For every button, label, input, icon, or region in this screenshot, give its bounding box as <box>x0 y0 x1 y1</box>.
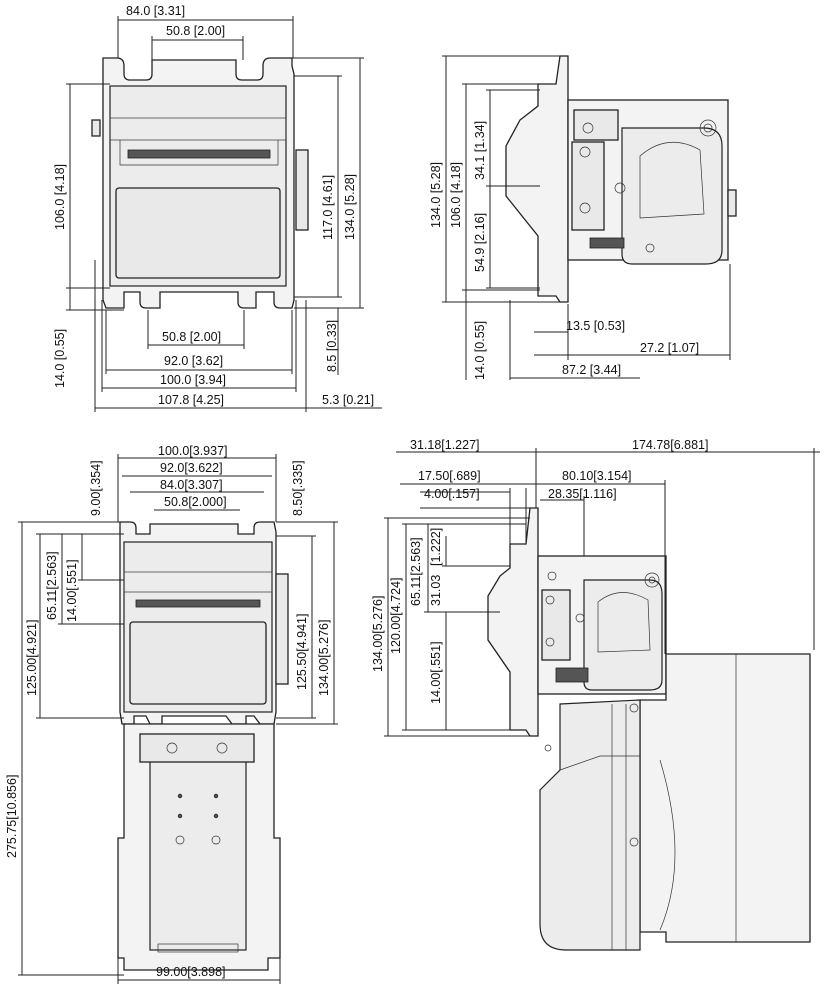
dim-f9: 9.00[.354] <box>89 460 103 516</box>
dim-f125-5: 125.50[4.941] <box>295 614 309 690</box>
dim-5-3: 5.3 [0.21] <box>322 393 374 407</box>
stacker-screw-right <box>216 742 228 754</box>
dim-8-5: 8.5 [0.33] <box>325 320 339 372</box>
dim-g174-78: 174.78[6.881] <box>632 438 708 452</box>
dim-f100: 100.0[3.937] <box>158 444 228 458</box>
dim-s13-5: 13.5 [0.53] <box>566 319 625 333</box>
side-connector <box>589 237 625 249</box>
stacker-side-box <box>639 653 811 943</box>
dim-107-8: 107.8 [4.25] <box>158 393 224 407</box>
dim-f275-75: 275.75[10.856] <box>5 775 19 858</box>
dim-100: 100.0 [3.94] <box>160 373 226 387</box>
stacker-cassette <box>149 759 247 951</box>
side-plate-left <box>571 141 605 231</box>
slot-frame <box>119 140 279 166</box>
full-entry-band <box>123 571 273 593</box>
dim-92: 92.0 [3.62] <box>164 354 223 368</box>
dim-84: 84.0 [3.31] <box>126 4 185 18</box>
dim-50-8-bottom: 50.8 [2.00] <box>162 330 221 344</box>
dim-g31-03: 31.03 <box>429 575 443 606</box>
screw-2 <box>579 146 591 158</box>
dim-s27-2: 27.2 [1.07] <box>640 341 699 355</box>
dim-g1-222: [1.222] <box>429 528 443 566</box>
left-tab <box>91 119 101 137</box>
dim-117: 117.0 [4.61] <box>321 175 335 240</box>
dim-f99: 99.00[3.898] <box>156 965 226 979</box>
dim-f50-8: 50.8[2.000] <box>164 495 227 509</box>
dim-g65-11: 65.11[2.563] <box>409 537 423 606</box>
screw-5 <box>645 243 655 253</box>
stacker-base <box>157 943 239 953</box>
side-full-view: 31.18[1.227] 174.78[6.881] 17.50[.689] 8… <box>371 438 820 951</box>
screw-1 <box>582 122 594 134</box>
dim-g28-35: 28.35[1.116] <box>548 487 617 501</box>
side-view: 134.0 [5.28] 106.0 [4.18] 34.1 [1.34] 54… <box>429 55 737 380</box>
stacker-hole-2 <box>211 835 221 845</box>
dim-g134: 134.00[5.276] <box>371 596 385 672</box>
stacker-top-plate <box>139 733 255 763</box>
bill-slot <box>127 149 271 159</box>
motor-outline <box>639 141 705 219</box>
dim-s134: 134.0 [5.28] <box>429 162 443 228</box>
dim-s54-9: 54.9 [2.16] <box>473 213 487 272</box>
screw-3 <box>579 202 591 214</box>
side-bezel <box>505 55 569 303</box>
dim-g17-5: 17.50[.689] <box>418 469 481 483</box>
dim-g14: 14.00[.551] <box>429 641 443 704</box>
side-plate-top <box>573 109 619 141</box>
dim-s34-1: 34.1 [1.34] <box>473 121 487 180</box>
screw-top-right <box>699 119 717 137</box>
dim-f125: 125.00[4.921] <box>25 620 39 696</box>
right-connector <box>295 149 309 231</box>
dim-106: 106.0 [4.18] <box>53 164 67 230</box>
front-full-view: 100.0[3.937] 92.0[3.622] 84.0[3.307] 50.… <box>5 444 338 984</box>
entry-band <box>109 117 287 141</box>
full-side-screw-main <box>644 572 660 588</box>
dim-50-8-top: 50.8 [2.00] <box>166 24 225 38</box>
stacker-hole-1 <box>175 835 185 845</box>
side-motor-housing <box>621 127 723 265</box>
stacker-side-lower <box>539 699 641 951</box>
full-window <box>129 621 267 705</box>
front-window <box>115 187 281 279</box>
side-knob <box>727 189 737 217</box>
full-right-module <box>275 573 289 685</box>
front-view: 84.0 [3.31] 50.8 [2.00] 106.0 [4.18] 117… <box>53 4 382 412</box>
dim-f14: 14.00[.551] <box>65 559 79 622</box>
dim-f92: 92.0[3.622] <box>160 461 223 475</box>
dim-s106: 106.0 [4.18] <box>449 162 463 228</box>
dim-g120: 120.00[4.724] <box>389 578 403 654</box>
dim-g31-18: 31.18[1.227] <box>410 438 480 452</box>
dim-134: 134.0 [5.28] <box>343 174 357 240</box>
dim-f8-5: 8.50[.335] <box>291 460 305 516</box>
dim-f134: 134.00[5.276] <box>317 620 331 696</box>
screw-4 <box>614 182 626 194</box>
stacker-screw-left <box>166 742 178 754</box>
full-side-bezel <box>487 507 539 737</box>
dim-g4: 4.00[.157] <box>424 487 480 501</box>
dim-f84: 84.0[3.307] <box>160 478 223 492</box>
full-side-plate <box>541 589 571 661</box>
full-side-connector <box>555 667 589 683</box>
dim-g80-1: 80.10[3.154] <box>562 469 632 483</box>
full-side-motor <box>583 579 663 691</box>
dim-s14: 14.0 [0.55] <box>473 321 487 380</box>
dim-14: 14.0 [0.55] <box>53 329 67 388</box>
dim-s87-2: 87.2 [3.44] <box>562 363 621 377</box>
dim-f65-11: 65.11[2.563] <box>45 551 59 620</box>
full-bill-slot <box>135 599 261 608</box>
